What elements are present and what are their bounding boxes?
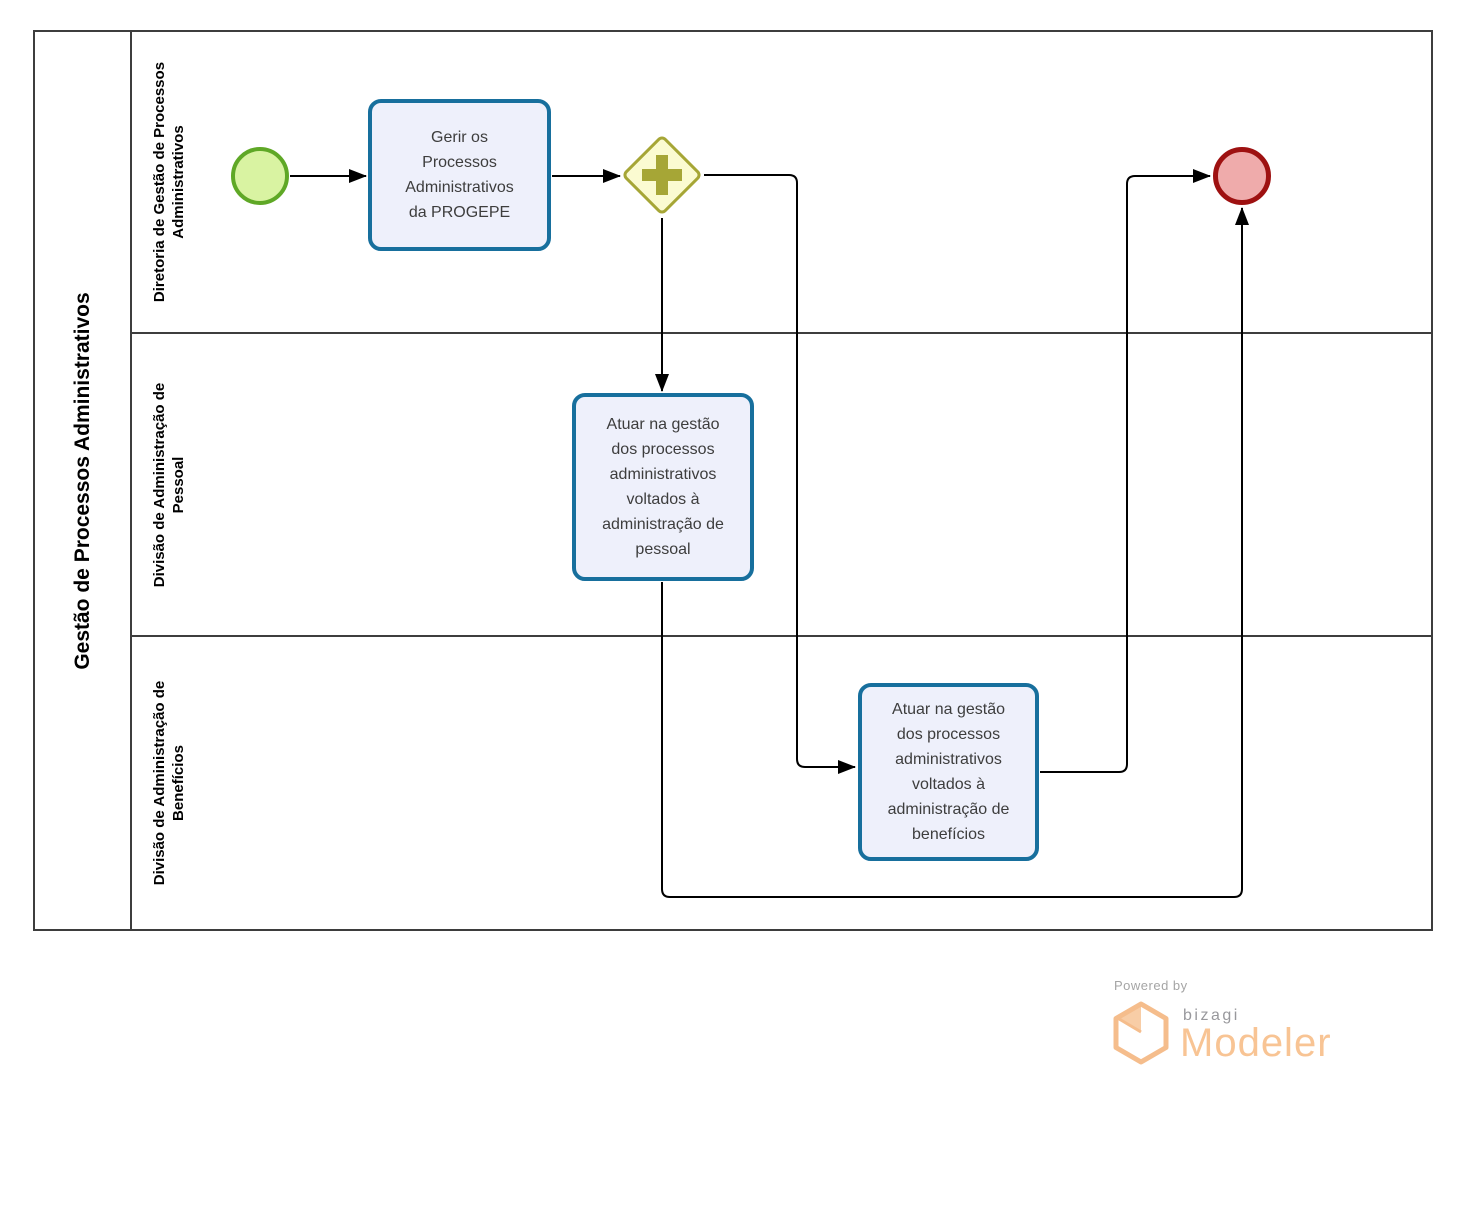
start-event[interactable]	[231, 147, 289, 205]
task-label: Atuar na gestão dos processos administra…	[887, 701, 1010, 843]
bizagi-cube-icon	[1113, 1001, 1169, 1065]
task-label: Gerir os Processos Administrativos da PR…	[405, 129, 514, 221]
bizagi-brand-text: bizagi	[1183, 1007, 1240, 1024]
end-event[interactable]	[1213, 147, 1271, 205]
powered-by-text: Powered by	[1114, 978, 1188, 993]
task-gestao-beneficios[interactable]: Atuar na gestão dos processos administra…	[858, 683, 1039, 861]
bizagi-modeler-logo: Powered by bizagi Modeler	[1112, 978, 1412, 1088]
modeler-product-text: Modeler	[1180, 1021, 1332, 1065]
task-label: Atuar na gestão dos processos administra…	[602, 416, 724, 558]
pool-header: Gestão de Processos Administrativos	[35, 32, 132, 929]
plus-icon	[634, 147, 690, 203]
task-gestao-pessoal[interactable]: Atuar na gestão dos processos administra…	[572, 393, 754, 581]
task-gerir-processos[interactable]: Gerir os Processos Administrativos da PR…	[368, 99, 551, 251]
